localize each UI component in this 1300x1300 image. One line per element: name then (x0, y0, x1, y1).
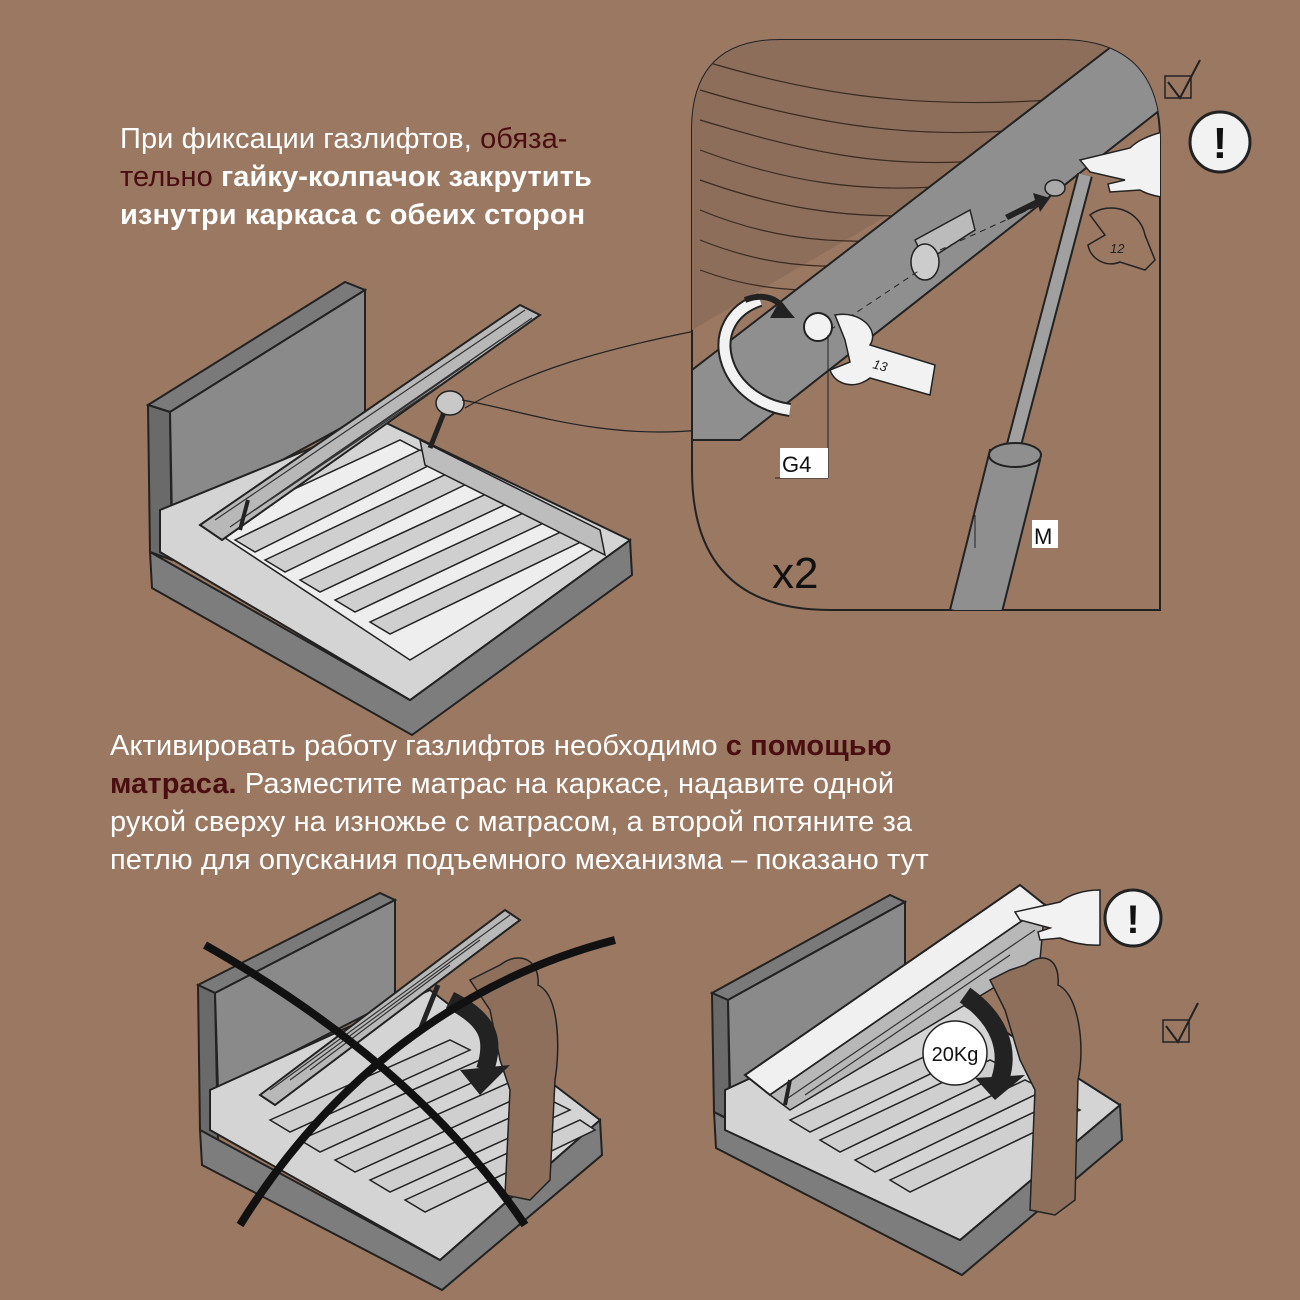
instruction-accent: матраса. (110, 768, 237, 800)
instruction-middle-line1: Активировать работу газлифтов необходимо… (110, 727, 990, 765)
bed-illustration-correct: 20Kg ! (709, 883, 1199, 1277)
instruction-accent: с помощью (725, 730, 892, 762)
instruction-top-line2: тельно гайку-колпачок закрутить (120, 158, 660, 196)
instruction-middle-line3: рукой сверху на изножье с матрасом, а вт… (110, 806, 913, 838)
label-m: M (1034, 524, 1052, 549)
checkmark-icon (1164, 59, 1201, 100)
bed-illustration-wrong (195, 891, 617, 1292)
wrench-size-label: 13 (871, 356, 890, 374)
warning-mark: ! (1213, 119, 1228, 168)
weight-label: 20Kg (932, 1044, 979, 1066)
pointing-hand-icon (1078, 127, 1160, 200)
instruction-text: Активировать работу газлифтов необходимо (110, 730, 726, 762)
instruction-top: При фиксации газлифтов, обяза- тельно га… (120, 120, 660, 234)
instruction-text: Разместите матрас на каркасе, надавите о… (236, 768, 895, 800)
checkmark-icon (1162, 1002, 1199, 1044)
bed-illustration-top (145, 280, 701, 737)
instruction-bold: гайку-колпачок закрутить (221, 161, 592, 193)
instruction-middle-line4: петлю для опускания подъемного механизма… (110, 844, 929, 876)
pointing-hand-icon (1013, 889, 1101, 946)
wrench-icon: 13 (829, 313, 936, 396)
warning-icon: ! (1188, 110, 1252, 174)
instruction-text: При фиксации газлифтов, (120, 123, 481, 155)
instruction-top-line3: изнутри каркаса с обеих сторон (120, 196, 660, 234)
rotate-arrow-icon (717, 293, 795, 417)
label-x2: x2 (772, 549, 818, 598)
wrench-size-label: 12 (1110, 241, 1125, 256)
label-g4: G4 (782, 452, 811, 477)
instruction-accent: обяза- (480, 123, 568, 155)
warning-icon: ! (1103, 888, 1163, 948)
instruction-accent: тельно (120, 161, 222, 193)
detail-callout: 13 12 ! G4 M (691, 39, 1252, 611)
instruction-middle: Активировать работу газлифтов необходимо… (110, 727, 990, 879)
cross-out-icon (203, 936, 617, 1228)
wrench-icon: 12 (1087, 207, 1156, 271)
instruction-middle-line2: матраса. Разместите матрас на каркасе, н… (110, 765, 990, 803)
instruction-top-line1: При фиксации газлифтов, обяза- (120, 120, 660, 158)
warning-mark: ! (1126, 898, 1139, 942)
instruction-bold: изнутри каркаса с обеих сторон (120, 199, 586, 231)
